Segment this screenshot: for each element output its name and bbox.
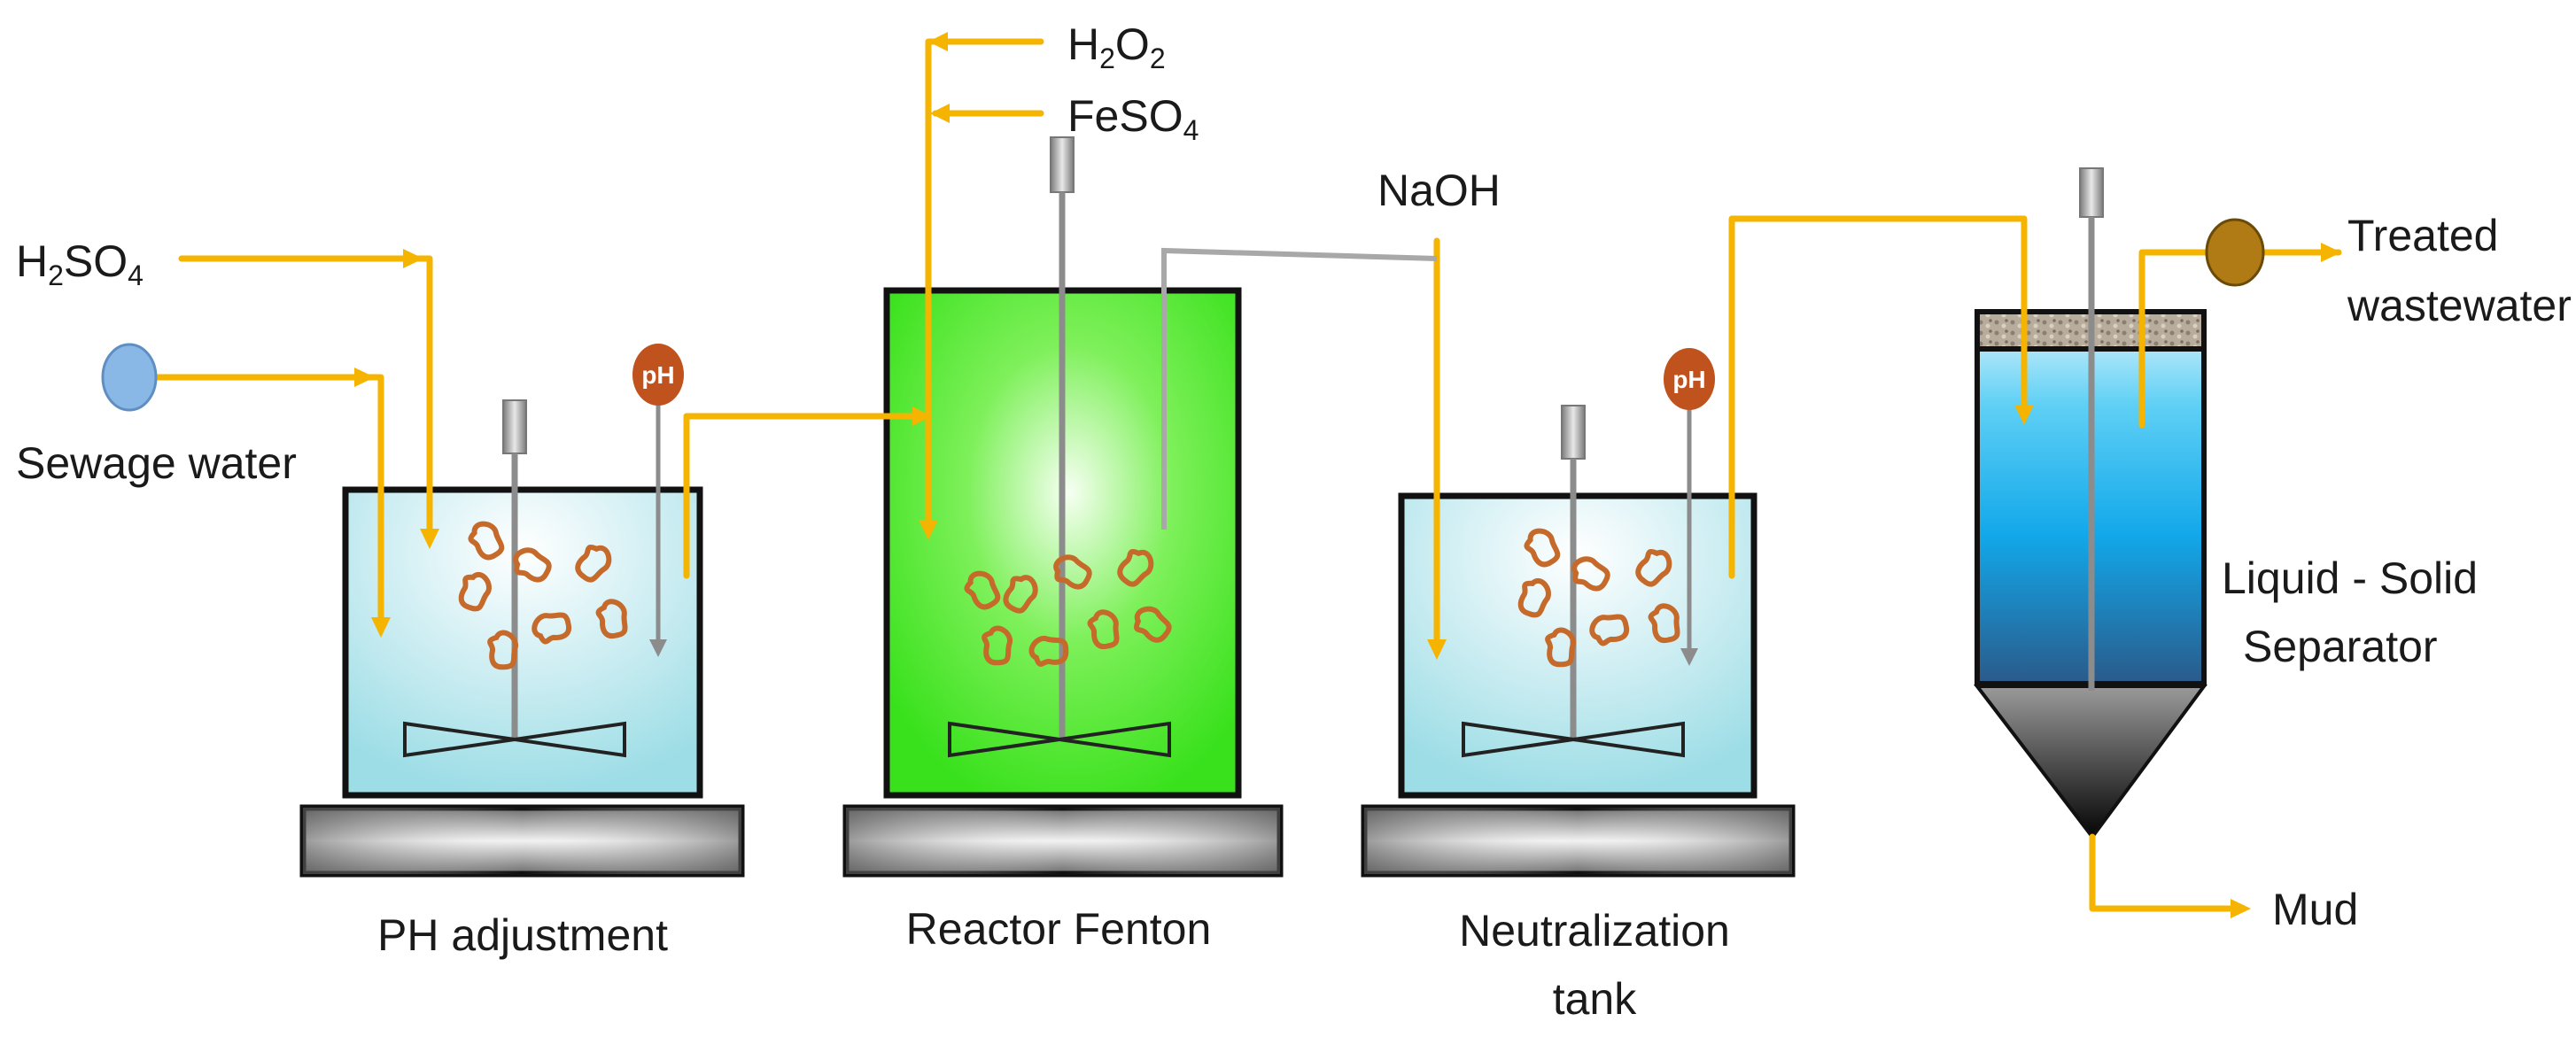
separator-shaft	[2079, 167, 2104, 691]
ph-probe-icon: pH	[1664, 348, 1715, 666]
neutralization-tank	[1398, 492, 1757, 799]
base-plate-neutralization	[1361, 804, 1796, 878]
ph-adjustment-label: PH adjustment	[377, 910, 668, 960]
reactor-fenton-label: Reactor Fenton	[906, 904, 1212, 954]
naoh-label: NaOH	[1377, 166, 1501, 215]
reactor-sample-line	[1161, 247, 1438, 530]
base-plate-ph	[299, 804, 745, 878]
mixer-icon	[1462, 405, 1685, 758]
feso4-label: FeSO4	[1067, 91, 1199, 146]
ph-probe-label: pH	[641, 361, 674, 389]
treated-label-line2: wastewater	[2347, 281, 2572, 330]
treated-outlet-line	[2138, 249, 2342, 429]
sewage-valve-icon	[101, 343, 158, 412]
ph-probe-label: pH	[1672, 366, 1705, 393]
mixer-icon	[948, 136, 1171, 758]
sewage-water-label: Sewage water	[16, 438, 297, 488]
sewage-feed-line	[129, 374, 384, 623]
mud-outlet-line	[2089, 833, 2236, 912]
transfer-to-separator	[1728, 215, 2028, 579]
h2so4-feed-line	[178, 255, 433, 535]
base-plate-reactor	[842, 804, 1284, 878]
transfer-ph-to-reactor	[683, 413, 932, 579]
mixer-icon	[403, 399, 626, 758]
separator-label-line1: Liquid - Solid	[2222, 553, 2478, 603]
treated-valve-icon	[2205, 218, 2265, 287]
neutralization-label-line2: tank	[1553, 974, 1638, 1024]
h2so4-label: H2SO4	[16, 236, 144, 291]
sludge-cone	[1973, 685, 2207, 840]
separator-label-line2: Separator	[2243, 622, 2438, 671]
h2o2-label: H2O2	[1067, 19, 1166, 74]
neutralization-label-line1: Neutralization	[1459, 906, 1730, 956]
ph-adjustment-tank	[342, 486, 703, 799]
mud-label: Mud	[2272, 885, 2358, 934]
ph-probe-icon: pH	[632, 344, 684, 657]
flow-lines	[129, 32, 2342, 918]
treated-label-line1: Treated	[2347, 211, 2498, 260]
